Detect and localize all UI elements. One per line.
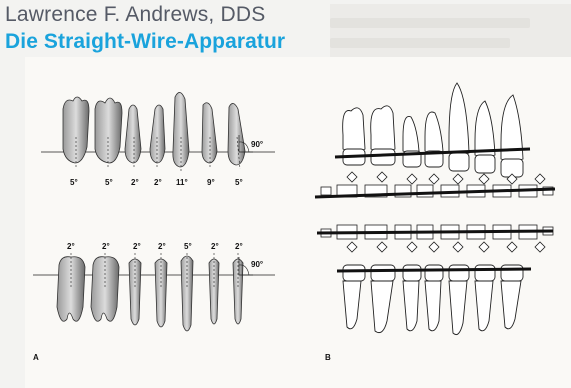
panel-a-lower-teeth <box>33 253 275 331</box>
book-title: Die Straight-Wire-Apparatur <box>5 30 285 54</box>
author-name: Lawrence F. Andrews, DDS <box>5 3 265 27</box>
figure-photo: 90° 5° 5° 2° 2° 11° 9° 5° 2° 2° 2° 2° 5° <box>25 57 571 388</box>
lower-angle-2: 2° <box>102 242 110 251</box>
panel-b-lower-arch <box>343 265 523 335</box>
upper-angle-5: 11° <box>176 178 188 187</box>
upper-right-angle-label: 90° <box>251 140 263 149</box>
upper-angle-3: 2° <box>131 178 139 187</box>
upper-angle-4: 2° <box>154 178 162 187</box>
upper-angle-7: 5° <box>235 178 243 187</box>
upper-angle-1: 5° <box>70 178 78 187</box>
upper-angle-6: 9° <box>207 178 215 187</box>
lower-angle-7: 2° <box>235 242 243 251</box>
lower-angle-5: 5° <box>184 242 192 251</box>
lower-angle-6: 2° <box>211 242 219 251</box>
lower-angle-4: 2° <box>158 242 166 251</box>
panel-b-upper-arch <box>343 83 523 177</box>
lower-archwire <box>337 269 531 271</box>
panel-a-upper-teeth <box>41 92 275 171</box>
lower-right-angle-label: 90° <box>251 260 263 269</box>
panel-b-label: B <box>325 353 331 362</box>
lower-angle-3: 2° <box>133 242 141 251</box>
upper-angle-2: 5° <box>105 178 113 187</box>
panel-a-label: A <box>33 353 39 362</box>
lower-angle-1: 2° <box>67 242 75 251</box>
lower-bracket-wire <box>317 231 553 233</box>
dental-figure: 90° 5° 5° 2° 2° 11° 9° 5° 2° 2° 2° 2° 5° <box>25 57 571 388</box>
panel-b-lower-brackets <box>321 225 553 252</box>
